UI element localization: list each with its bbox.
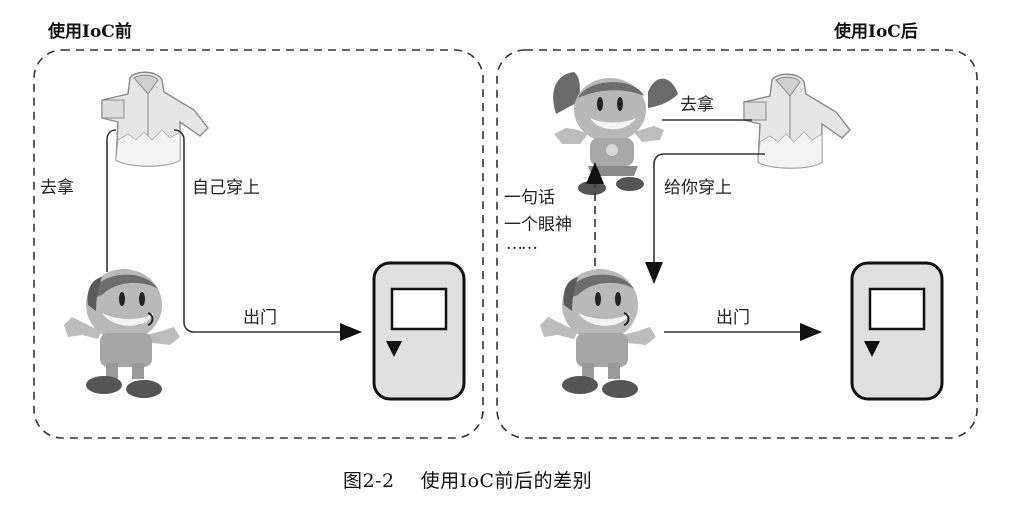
label-signal-line2: 一个眼神 [504, 215, 572, 235]
panel-title-before: 使用IoC前 [48, 22, 132, 42]
label-wear-for-you: 给你穿上 [664, 178, 732, 198]
fetch-line-before [106, 129, 117, 272]
figure-caption-text: 使用IoC前后的差别 [420, 470, 593, 492]
label-go-out-after: 出门 [716, 308, 750, 328]
label-wear-self: 自己穿上 [192, 178, 260, 198]
boy-icon-before [63, 268, 181, 399]
panel-border-before [33, 49, 484, 439]
label-signal-line1: 一句话 [504, 188, 555, 208]
door-icon-after [850, 261, 944, 401]
door-icon-before [372, 261, 466, 401]
jacket-icon-before [101, 71, 209, 167]
label-go-out-before: 出门 [243, 308, 277, 328]
figure-caption: 图2-2 使用IoC前后的差别 [343, 466, 592, 493]
label-fetch-after: 去拿 [680, 95, 714, 115]
dress-arrow [645, 153, 765, 284]
label-fetch-before: 去拿 [40, 178, 74, 198]
boy-icon-after [539, 268, 657, 399]
panel-border-after [496, 49, 978, 439]
go-out-arrow-before [173, 129, 362, 341]
figure-number: 图2-2 [343, 470, 395, 492]
panel-title-after: 使用IoC后 [834, 22, 918, 42]
label-signal-ellipsis: …… [506, 234, 538, 254]
girl-icon [553, 72, 678, 195]
